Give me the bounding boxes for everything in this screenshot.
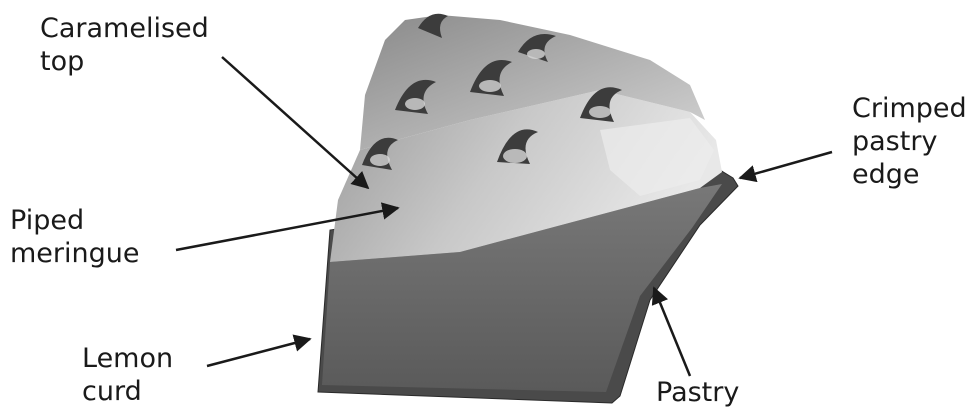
label-crimped-pastry-edge: Crimped pastry edge bbox=[852, 92, 967, 191]
arrow-pastry bbox=[654, 288, 690, 376]
arrow-crimped-pastry-edge bbox=[740, 152, 832, 178]
label-caramelised-top: Caramelised top bbox=[40, 12, 209, 78]
label-lemon-curd: Lemon curd bbox=[82, 342, 173, 408]
arrow-lemon-curd bbox=[207, 339, 310, 366]
label-pastry: Pastry bbox=[656, 376, 739, 409]
arrow-caramelised-top bbox=[222, 57, 368, 188]
label-piped-meringue: Piped meringue bbox=[10, 204, 140, 270]
